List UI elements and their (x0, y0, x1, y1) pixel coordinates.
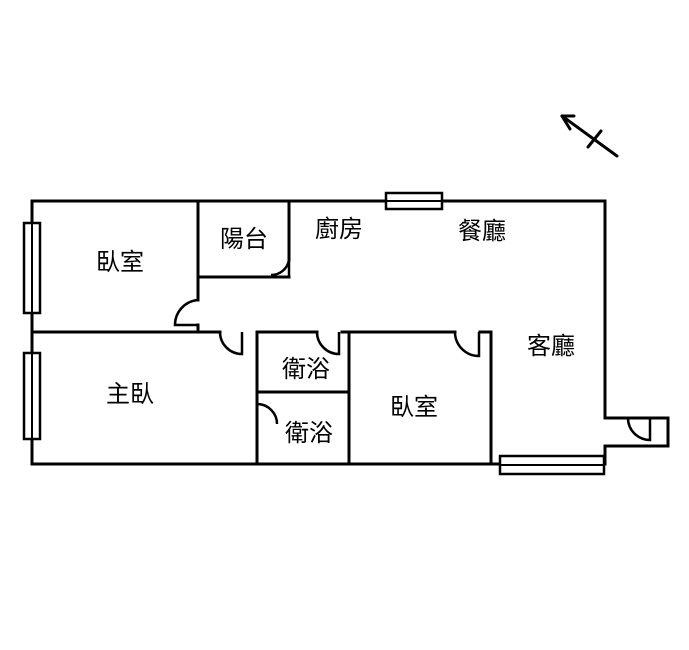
windows (22, 191, 606, 476)
label-kitchen: 廚房 (315, 215, 363, 243)
door-bath-upper (315, 331, 341, 356)
door-master-bedroom (218, 331, 244, 356)
label-living-room: 客廳 (527, 332, 575, 360)
label-bath-upper: 衛浴 (282, 355, 330, 383)
label-bath-lower: 衛浴 (285, 419, 333, 447)
window-top (384, 191, 444, 211)
label-bedroom-center: 臥室 (390, 393, 438, 421)
label-bedroom-nw: 臥室 (96, 248, 144, 276)
window-west-lower (22, 351, 42, 441)
room-labels: 臥室 陽台 廚房 餐廳 主臥 衛浴 衛浴 臥室 客廳 (96, 215, 575, 447)
outer-walls (30, 199, 670, 466)
door-bedroom-nw (173, 298, 199, 327)
label-dining: 餐廳 (458, 217, 506, 245)
door-entrance (626, 417, 652, 442)
north-arrow-icon (560, 114, 619, 158)
label-master-bedroom: 主臥 (106, 380, 154, 408)
door-balcony (270, 259, 291, 277)
window-bottom (498, 454, 606, 476)
label-balcony: 陽台 (220, 225, 268, 253)
window-west-upper (22, 221, 42, 315)
interior-walls (30, 199, 493, 466)
door-bedroom-center (453, 331, 481, 358)
doors (173, 259, 652, 442)
door-bath-lower (256, 402, 279, 425)
